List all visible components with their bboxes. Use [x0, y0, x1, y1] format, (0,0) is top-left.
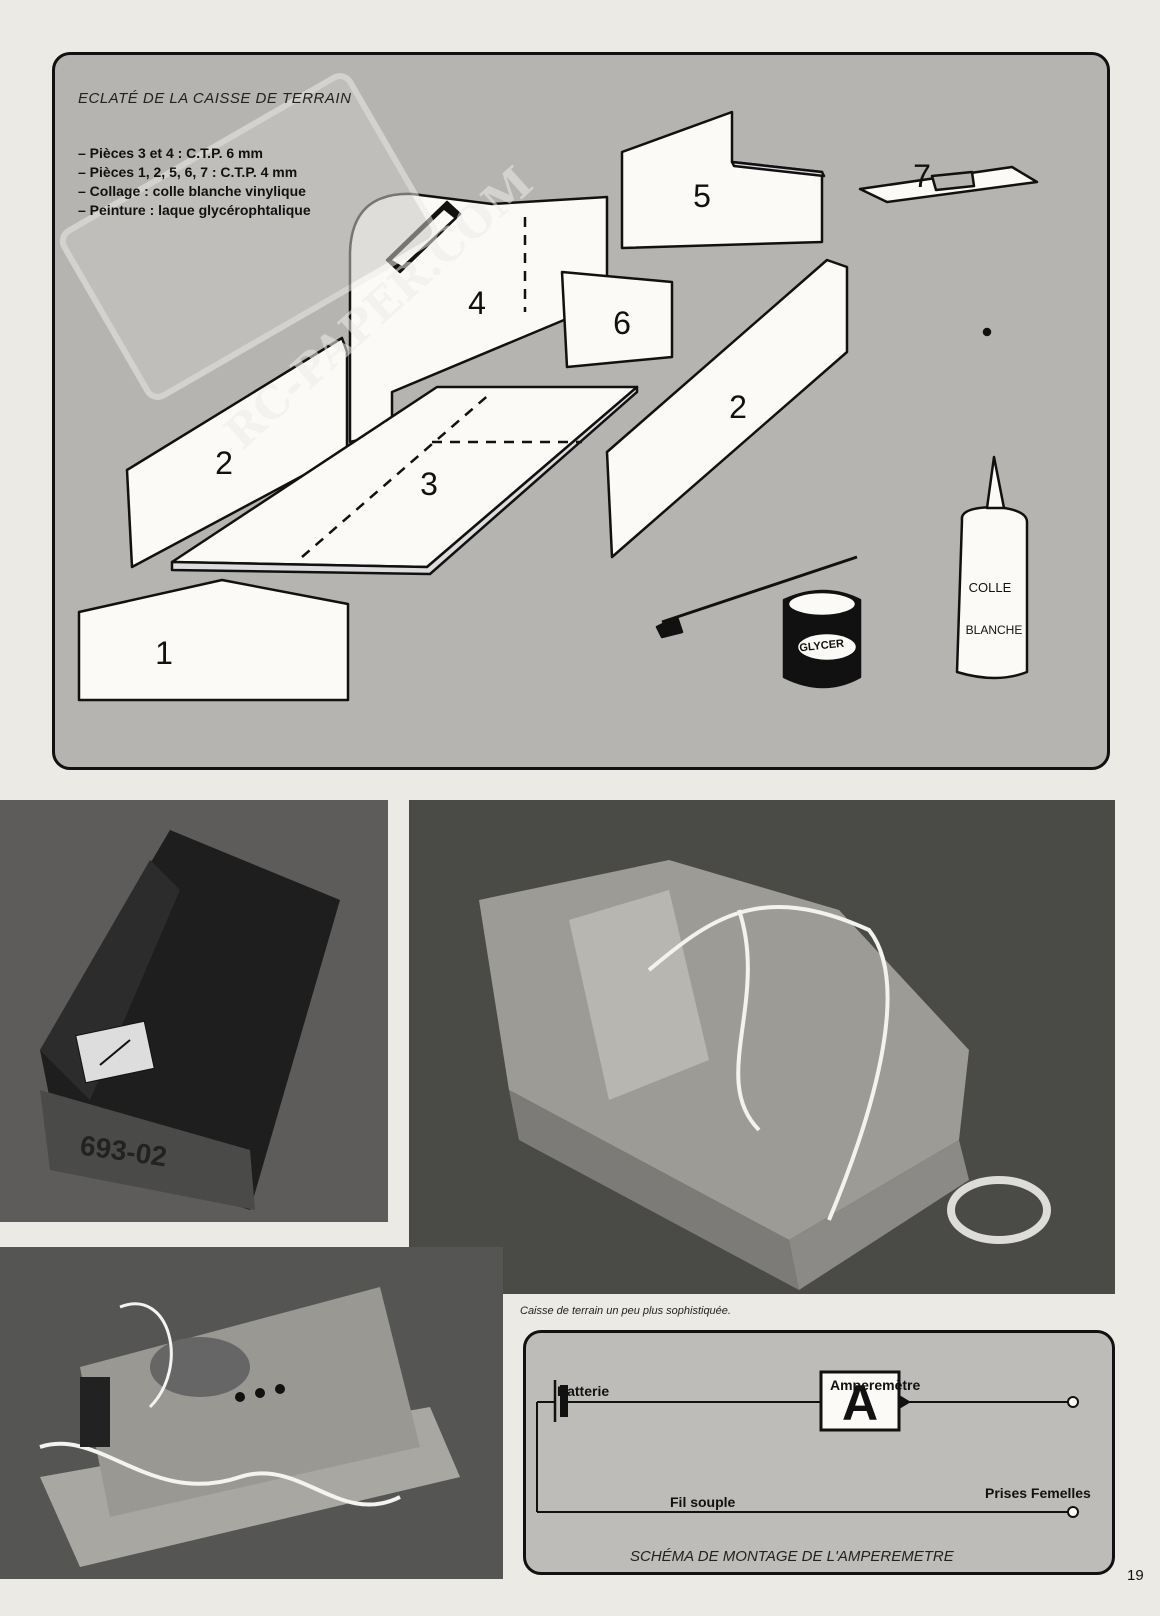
glue-bottle — [955, 505, 1029, 680]
part-6-shape — [560, 270, 674, 369]
part-label: 4 — [468, 285, 486, 321]
photo-caption: Caisse de terrain un peu plus sophistiqu… — [520, 1305, 731, 1317]
part-label: 2 — [215, 445, 233, 481]
glue-label-1: COLLE — [969, 580, 1012, 595]
part-2-left-shape — [125, 336, 349, 569]
ammeter-label: Amperemètre — [830, 1377, 921, 1393]
photo-sophisticated-box — [409, 800, 1115, 1294]
spec-item: – Pièces 3 et 4 : C.T.P. 6 mm — [78, 145, 263, 161]
socket-top — [1067, 1396, 1079, 1408]
ammeter-schema-panel — [523, 1330, 1115, 1575]
part-label: 7 — [913, 158, 931, 194]
spec-item: – Collage : colle blanche vinylique — [78, 183, 306, 199]
socket-bottom — [1067, 1506, 1079, 1518]
part-label: 3 — [420, 466, 438, 502]
can-label: GLYCER — [799, 638, 845, 655]
part-5-shape — [620, 110, 824, 250]
part-2-right-shape — [605, 258, 849, 559]
spec-item: – Pièces 1, 2, 5, 6, 7 : C.T.P. 4 mm — [78, 164, 298, 180]
wire-label: Fil souple — [670, 1494, 736, 1510]
part-1-shape — [77, 578, 350, 702]
ammeter-symbol: A — [842, 1375, 878, 1431]
part-label: 1 — [155, 635, 173, 671]
ammeter-circuit: A — [536, 1370, 1079, 1518]
sockets-label: Prises Femelles — [985, 1485, 1091, 1501]
exploded-view-title: ECLATÉ DE LA CAISSE DE TERRAIN — [78, 90, 352, 107]
ammeter-box — [819, 1370, 901, 1432]
photo-dark-box: 693-02 — [0, 800, 388, 1222]
part-label: 2 — [729, 389, 747, 425]
spec-item: – Peinture : laque glycérophtalique — [78, 202, 311, 218]
part-label: 5 — [693, 178, 711, 214]
part-label: 6 — [613, 305, 631, 341]
battery-label: Batterie — [557, 1383, 610, 1399]
page-number: 19 — [1127, 1567, 1144, 1584]
specs-list: – Pièces 3 et 4 : C.T.P. 6 mm – Pièces 1… — [78, 144, 311, 220]
exploded-view-drawing: RC-PAPER.COM 1 2 2 3 4 5 6 7 GLYCER COLL… — [59, 73, 1039, 702]
schema-title: SCHÉMA DE MONTAGE DE L'AMPEREMETRE — [630, 1548, 954, 1565]
photo-wired-box — [0, 1247, 503, 1579]
glue-label-2: BLANCHE — [966, 623, 1023, 637]
